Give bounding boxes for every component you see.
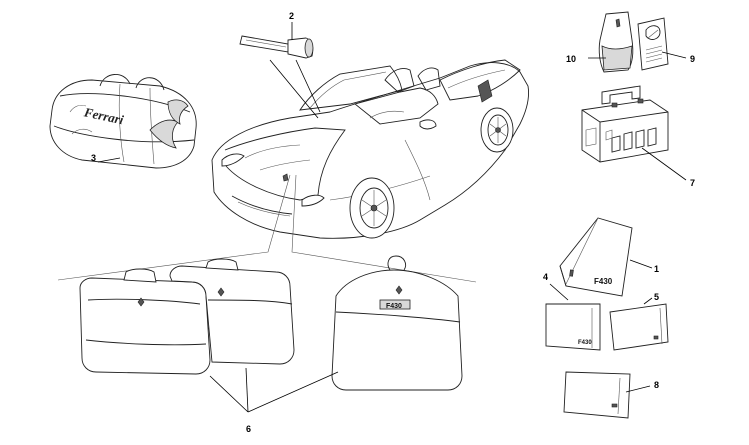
booklet-5-illustration [609, 303, 669, 351]
callout-7: 7 [690, 178, 696, 188]
callout-3: 3 [91, 153, 97, 163]
booklet-8-illustration [563, 371, 631, 419]
callout-2: 2 [289, 11, 295, 21]
car-cover-bag-illustration: Ferrari [49, 74, 197, 169]
callout-5: 5 [654, 292, 660, 302]
manual-model-text: F430 [594, 277, 613, 286]
callout-10: 10 [566, 54, 577, 64]
garment-bag-model-text: F430 [386, 303, 402, 310]
booklet-4-illustration: F430 [545, 303, 601, 351]
tool-case-illustration [581, 85, 669, 163]
callout-1: 1 [654, 264, 660, 274]
info-card-illustration [637, 17, 669, 71]
owners-manual-illustration: F430 [559, 217, 633, 297]
luggage-set-illustration: F430 [57, 174, 477, 391]
flashlight-illustration [239, 35, 314, 59]
callout-leader-lines [97, 22, 687, 413]
car-illustration [211, 59, 529, 239]
callout-4: 4 [543, 272, 549, 282]
callout-8: 8 [654, 380, 660, 390]
booklet-model-text: F430 [578, 340, 592, 346]
callout-9: 9 [690, 54, 696, 64]
callout-6: 6 [246, 424, 252, 434]
pouch-illustration [598, 11, 634, 73]
